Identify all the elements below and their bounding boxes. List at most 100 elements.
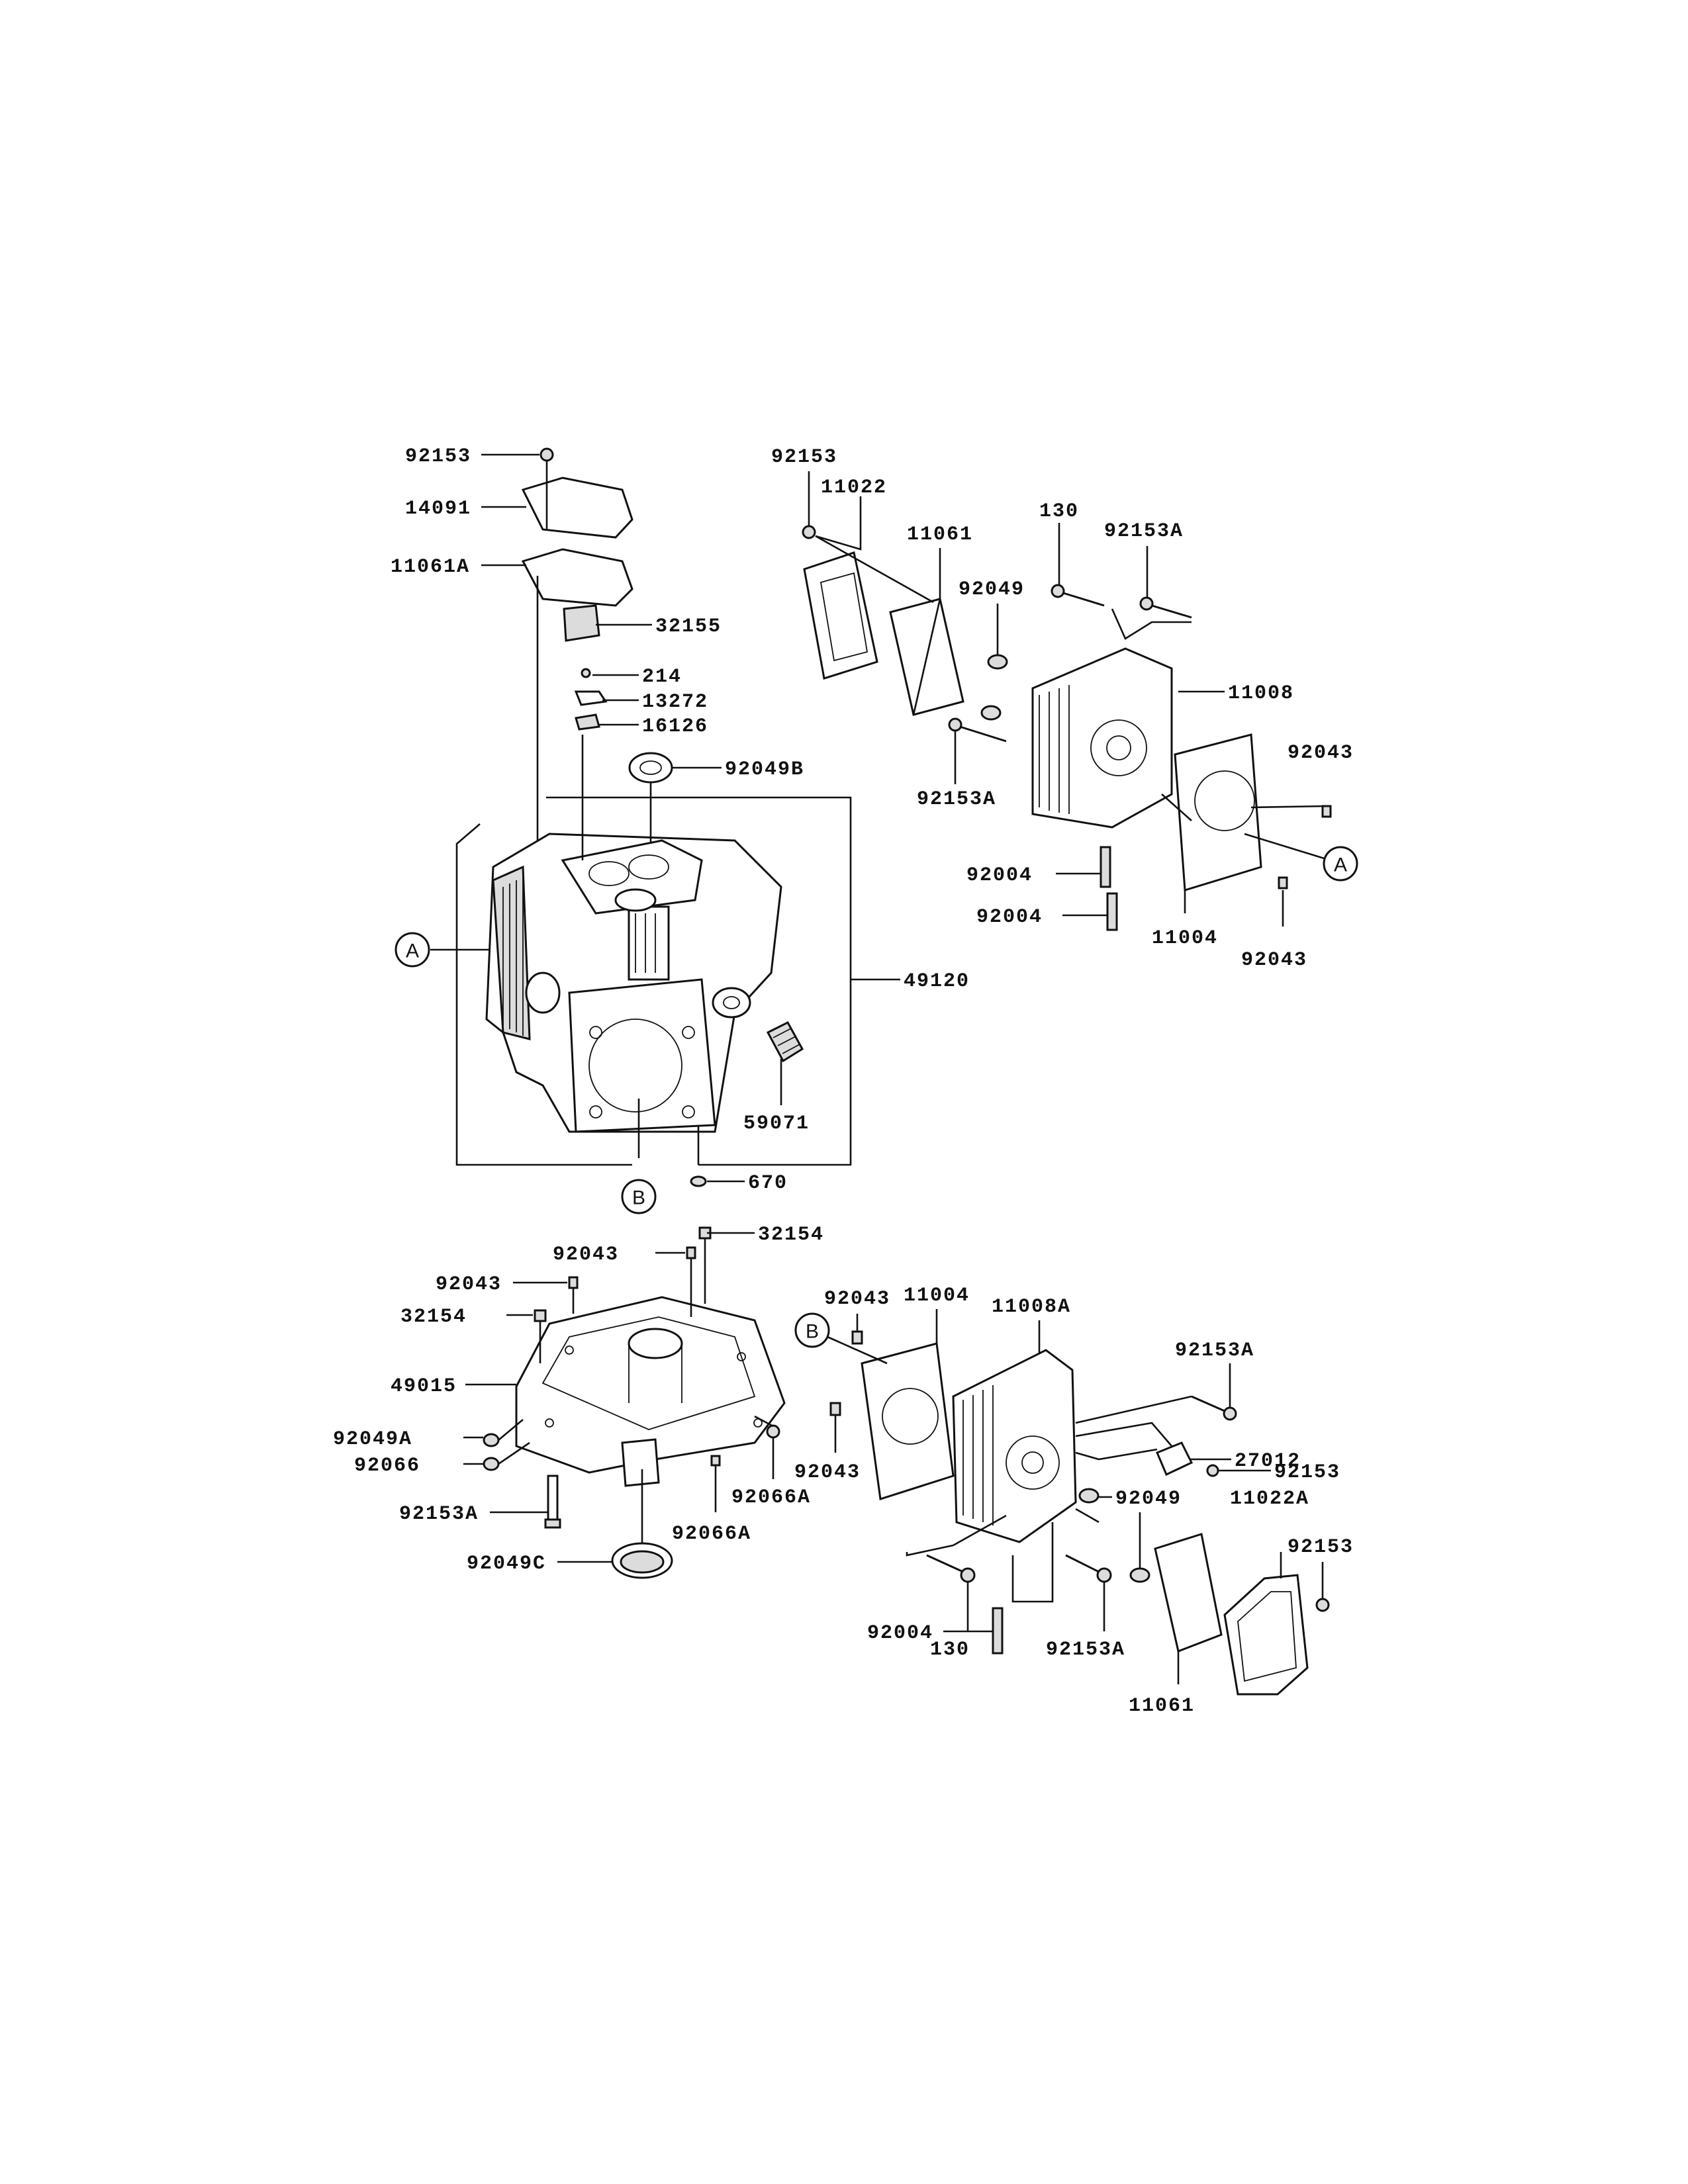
callout-b-left: B xyxy=(794,1312,830,1348)
bolt-92153a-lower-b xyxy=(1065,1554,1112,1583)
label-11004: 11004 xyxy=(904,1285,970,1307)
label-92049: 92049 xyxy=(1115,1488,1182,1510)
plug-32154-left xyxy=(534,1309,547,1322)
label-92043: 92043 xyxy=(1288,742,1354,764)
label-32154: 32154 xyxy=(400,1306,467,1328)
plug-92066a-center xyxy=(710,1455,721,1467)
label-92049c: 92049C xyxy=(467,1553,546,1575)
label-130: 130 xyxy=(930,1639,970,1661)
cylinder-head-a-group: B xyxy=(794,1285,1354,1717)
bracket-27012 xyxy=(1156,1441,1194,1477)
label-32154: 32154 xyxy=(758,1224,824,1246)
cover-14091 xyxy=(521,477,633,539)
gasket-11061-b xyxy=(1154,1533,1223,1653)
bolt-130 xyxy=(1051,584,1105,607)
bolt-92153-cover-b xyxy=(1315,1598,1330,1612)
label-92153: 92153 xyxy=(1288,1536,1354,1559)
label-92153: 92153 xyxy=(405,445,471,468)
bolt-92153a-side xyxy=(948,717,1007,743)
label-92043: 92043 xyxy=(553,1244,619,1266)
oring-670 xyxy=(690,1175,707,1187)
gasket-11061a xyxy=(521,548,633,607)
gasket-11004-b xyxy=(861,1342,955,1500)
cylinder-head-11008 xyxy=(1031,647,1173,829)
part-13272 xyxy=(574,690,608,706)
label-49120: 49120 xyxy=(904,970,970,993)
dowel-92043-upper-b xyxy=(851,1330,863,1345)
nut-92049-b1 xyxy=(1078,1488,1100,1504)
label-92153a: 92153A xyxy=(1104,520,1184,543)
label-92004: 92004 xyxy=(976,906,1043,929)
svg-text:A: A xyxy=(406,940,419,962)
label-92043: 92043 xyxy=(794,1461,861,1484)
label-49015: 49015 xyxy=(391,1375,457,1398)
label-59071: 59071 xyxy=(743,1113,810,1135)
nut-92066 xyxy=(483,1457,500,1471)
seal-92049b xyxy=(628,752,673,784)
label-14091: 14091 xyxy=(405,498,471,520)
label-11022: 11022 xyxy=(821,477,887,499)
label-11061: 11061 xyxy=(1129,1695,1195,1717)
bolt-92153-bracket xyxy=(1206,1464,1219,1477)
cover-11022 xyxy=(803,551,878,680)
dowel-92043-lower xyxy=(1278,876,1288,889)
label-11022a: 11022A xyxy=(1230,1488,1309,1510)
label-130: 130 xyxy=(1039,500,1079,523)
label-92153a: 92153A xyxy=(917,788,996,811)
bolt-92153a-upper-b xyxy=(1191,1395,1237,1421)
label-92066a: 92066A xyxy=(672,1523,751,1545)
nut-92049-b2 xyxy=(1129,1567,1150,1583)
label-92153a: 92153A xyxy=(1046,1639,1125,1661)
dowel-92043-top xyxy=(686,1246,696,1259)
plate-16126 xyxy=(575,713,600,731)
label-92004: 92004 xyxy=(966,864,1033,887)
part-214 xyxy=(581,668,591,678)
label-214: 214 xyxy=(642,666,682,688)
svg-text:B: B xyxy=(632,1187,645,1209)
label-92153a: 92153A xyxy=(399,1503,479,1525)
dowel-92043-upper xyxy=(1321,805,1332,818)
nut-92049-a xyxy=(987,654,1008,670)
label-92043: 92043 xyxy=(824,1288,890,1310)
label-16126: 16126 xyxy=(642,715,708,738)
cover-11022a xyxy=(1223,1574,1309,1696)
label-92043: 92043 xyxy=(1241,949,1307,972)
gasket-11004 xyxy=(1174,733,1262,891)
label-92066a: 92066A xyxy=(731,1486,811,1509)
bolt-92153-cover xyxy=(802,525,816,539)
label-92049a: 92049A xyxy=(333,1428,412,1451)
label-27012: 27012 xyxy=(1235,1450,1301,1473)
nut-92049a xyxy=(483,1433,500,1447)
label-92066: 92066 xyxy=(354,1455,420,1477)
cylinder-head-11008a xyxy=(952,1349,1077,1543)
crankcase-49120 xyxy=(485,833,782,1133)
label-92043: 92043 xyxy=(436,1273,502,1296)
plug-92066a-right xyxy=(766,1424,780,1439)
label-670: 670 xyxy=(748,1172,788,1195)
label-11061: 11061 xyxy=(907,523,973,546)
dowel-92043-left xyxy=(568,1276,579,1289)
callout-a-left: A xyxy=(395,932,430,968)
stud-92004-lower xyxy=(1106,892,1118,931)
label-92049: 92049 xyxy=(959,578,1025,601)
label-11061a: 11061A xyxy=(391,556,470,578)
label-92153: 92153 xyxy=(771,446,837,469)
label-92153: 92153 xyxy=(1274,1461,1340,1484)
crankcase-cover-group: 92043 32154 92043 32154 49015 92049A 920… xyxy=(333,1224,824,1579)
seal-92049c xyxy=(611,1542,673,1579)
callout-b-bottom: B xyxy=(621,1179,657,1214)
label-11008: 11008 xyxy=(1228,682,1294,705)
crankcase-cover-49015 xyxy=(515,1296,786,1487)
label-11004: 11004 xyxy=(1152,927,1218,950)
bolt-92153a-cover xyxy=(544,1475,561,1529)
label-92049b: 92049B xyxy=(725,758,804,781)
dowel-92043-lower-b xyxy=(829,1402,841,1416)
nut-92049-b xyxy=(980,705,1002,721)
cylinder-head-group: 92153 11022 11061 130 92153A 92049 11008… xyxy=(771,446,1358,972)
bolt-92153-top xyxy=(539,447,554,473)
svg-text:B: B xyxy=(806,1321,819,1343)
label-92004: 92004 xyxy=(867,1622,933,1645)
stud-92004-b xyxy=(992,1607,1004,1655)
label-92153a: 92153A xyxy=(1175,1340,1254,1362)
